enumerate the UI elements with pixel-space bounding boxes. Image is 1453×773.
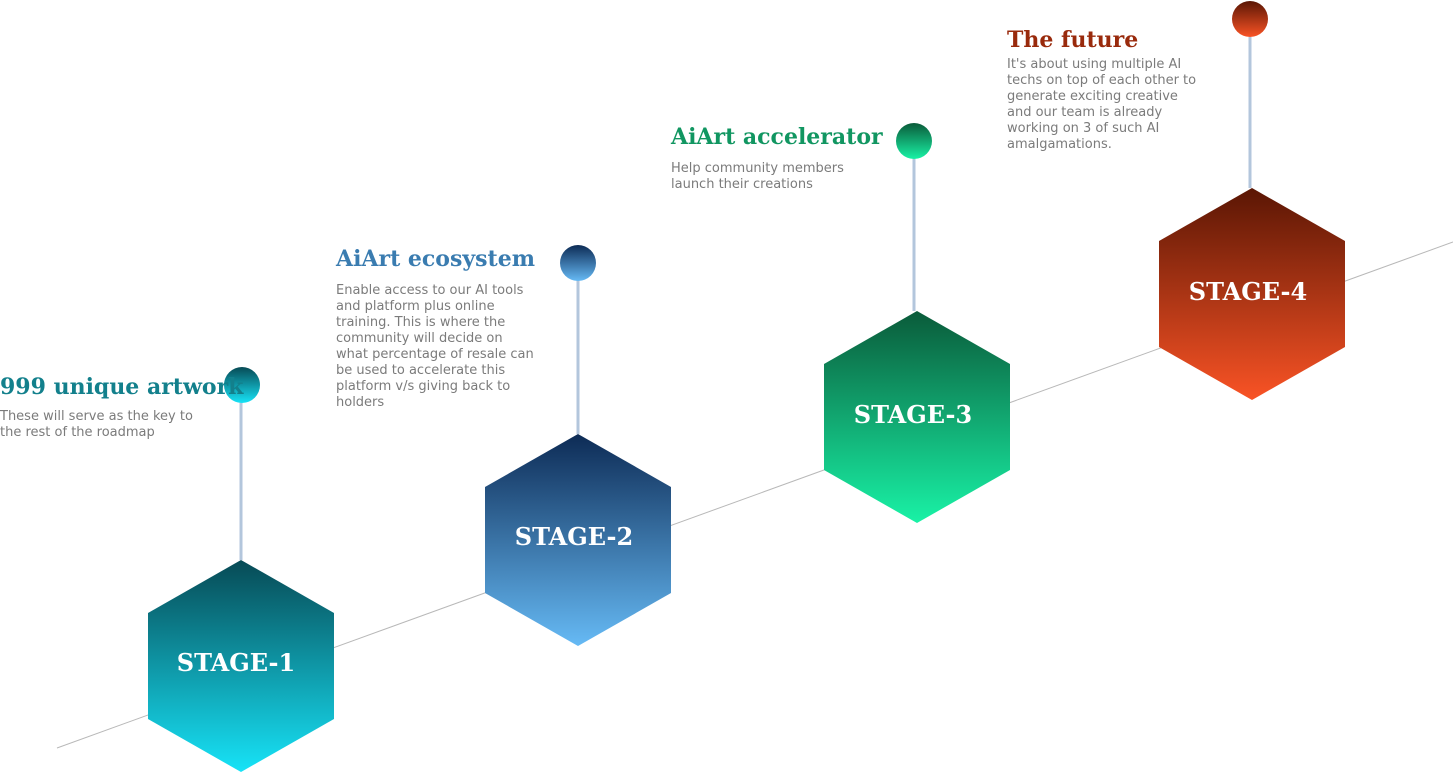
stage-1-label: STAGE-1 — [177, 648, 295, 677]
stage-4-marker-dot — [1232, 1, 1268, 37]
stage-3-title: AiArt accelerator — [671, 124, 883, 150]
stage-1-marker-dot — [224, 367, 260, 403]
stage-3-hexagon — [824, 311, 1010, 523]
stage-2-marker-dot — [560, 245, 596, 281]
stage-4-description: It's about using multiple AI techs on to… — [1007, 57, 1197, 152]
stage-1-hexagon — [148, 560, 334, 772]
stage-1-description: These will serve as the key to the rest … — [0, 409, 193, 440]
stage-4-label: STAGE-4 — [1189, 277, 1307, 306]
stage-3-label: STAGE-3 — [854, 400, 972, 429]
stage-3-description: Help community members launch their crea… — [671, 161, 844, 192]
stage-2-hexagon — [485, 434, 671, 646]
stage-1-title: 999 unique artwork — [0, 374, 244, 400]
stage-3-marker-dot — [896, 123, 932, 159]
stage-2-title: AiArt ecosystem — [336, 246, 535, 272]
stage-2-description: Enable access to our AI tools and platfo… — [336, 283, 534, 410]
stage-2-label: STAGE-2 — [515, 522, 633, 551]
stage-4-hexagon — [1159, 188, 1345, 400]
stage-4-title: The future — [1007, 27, 1139, 53]
